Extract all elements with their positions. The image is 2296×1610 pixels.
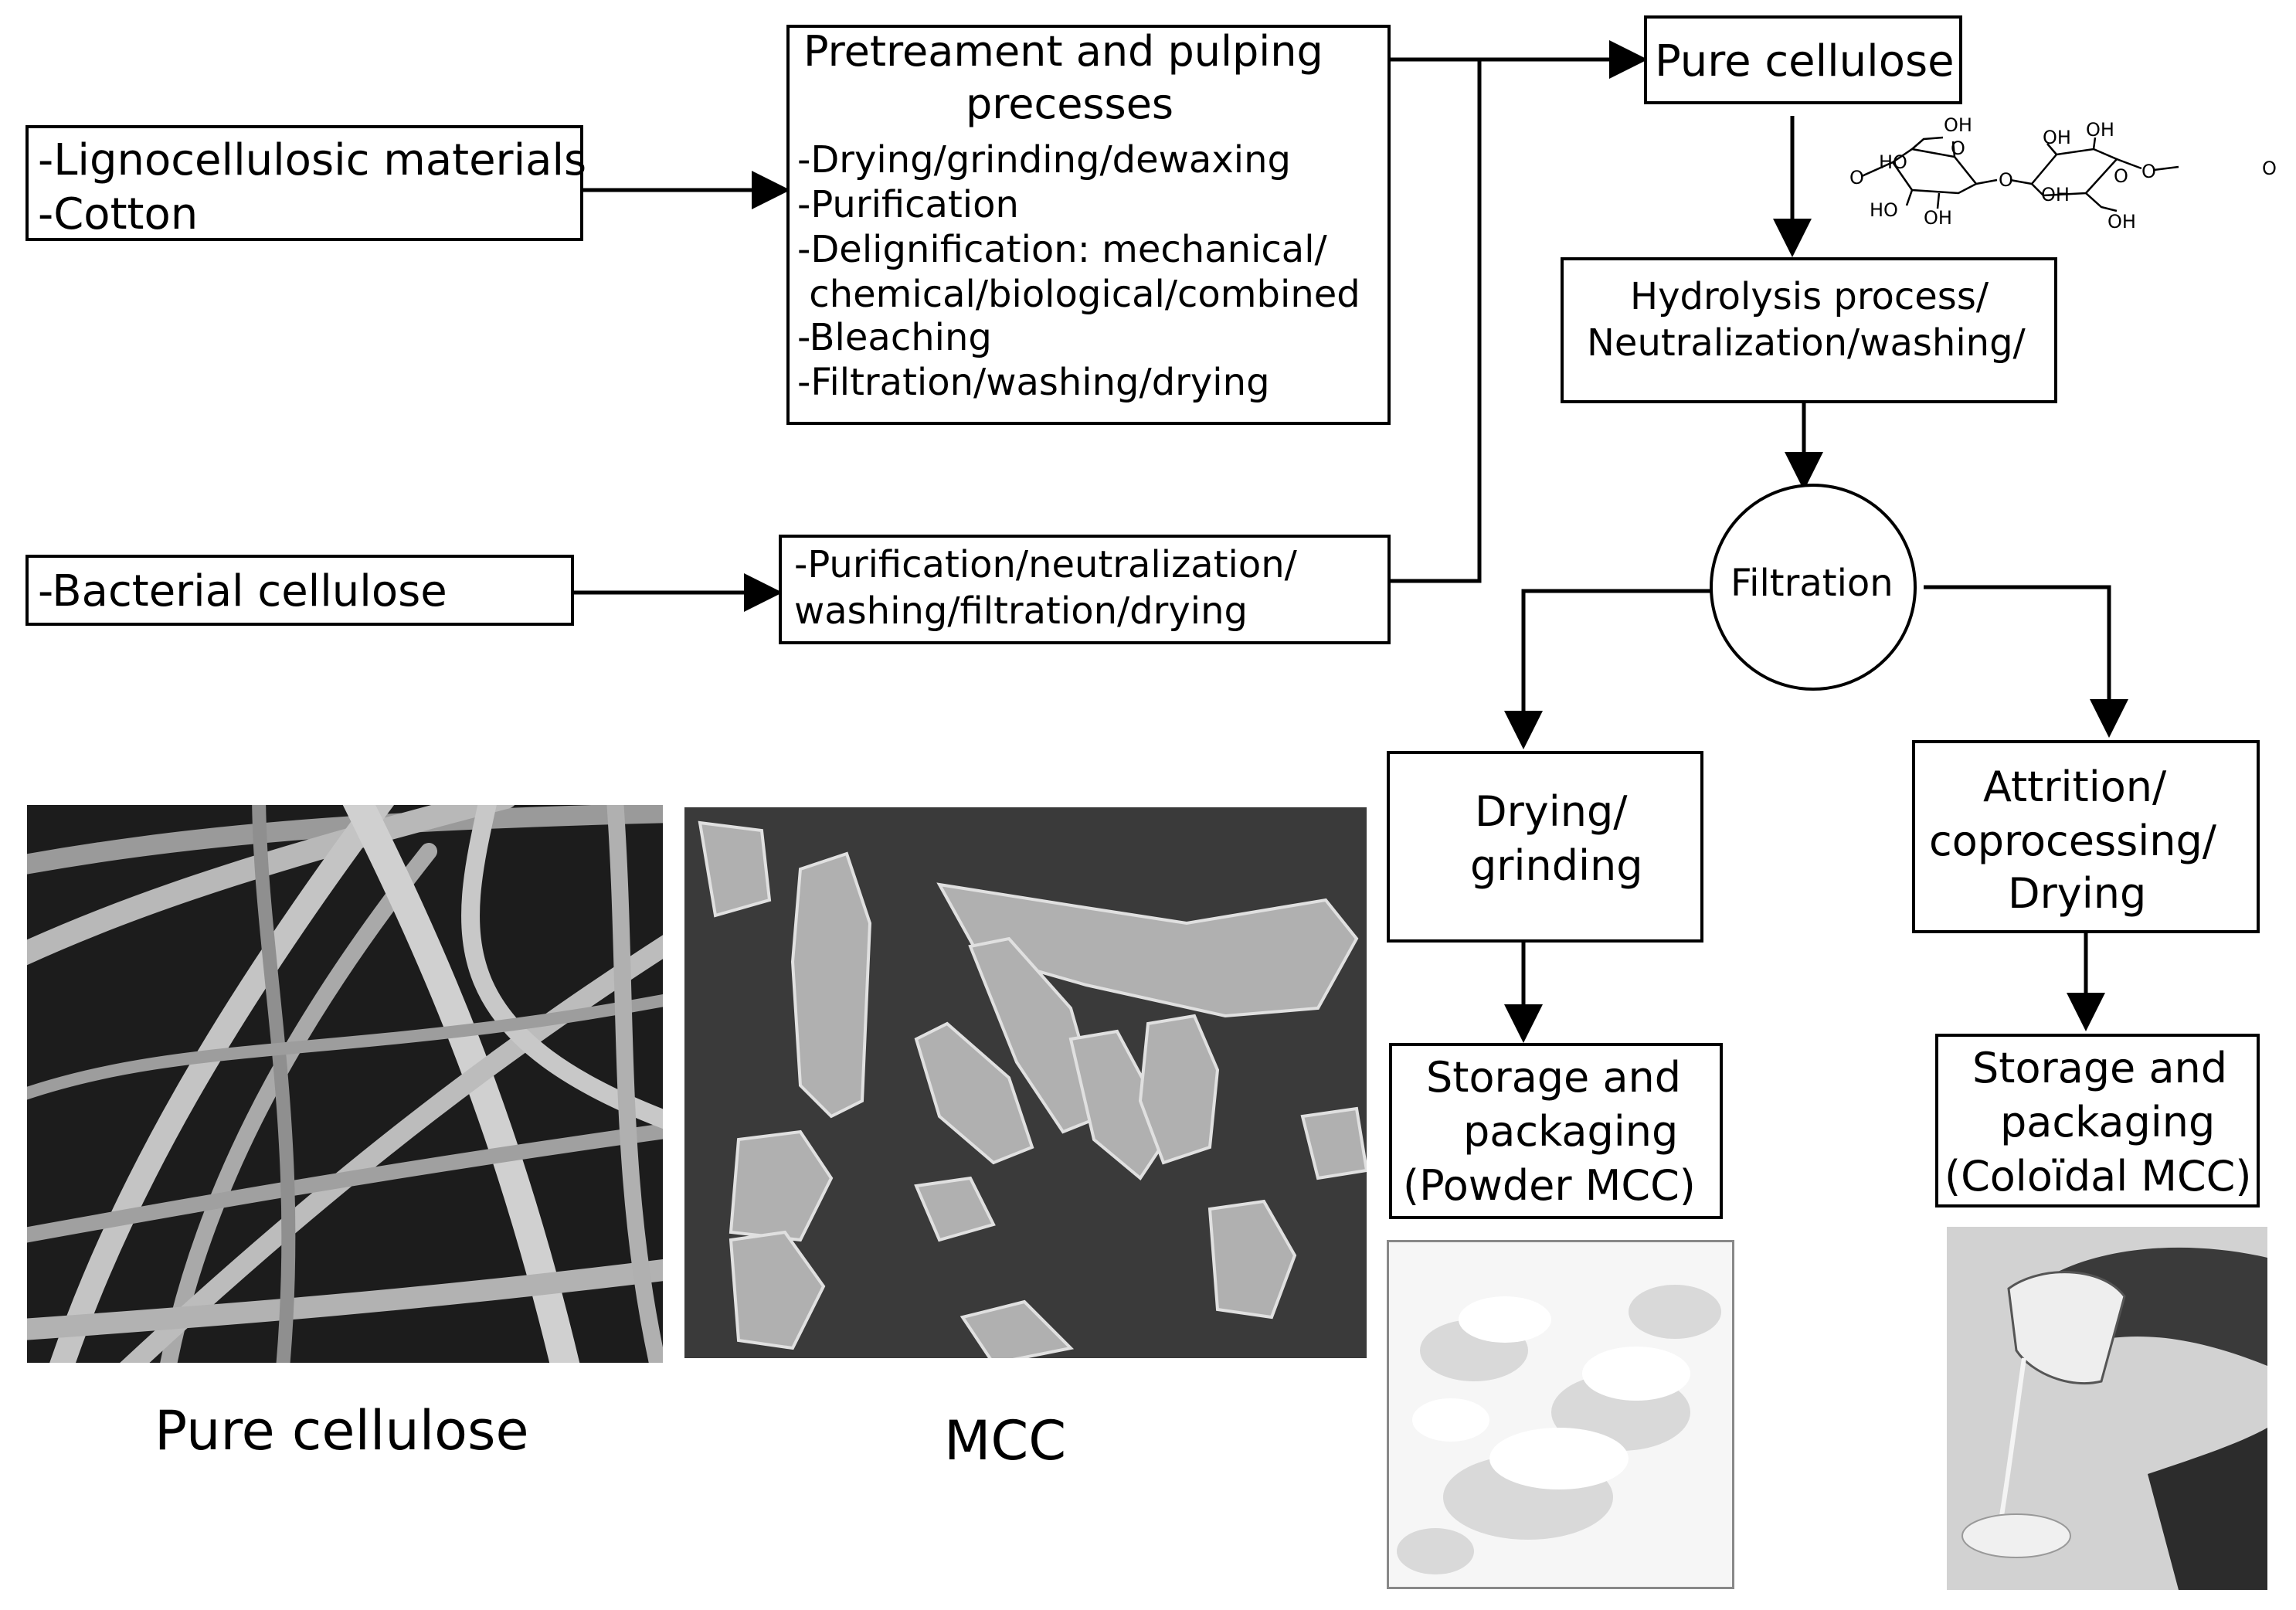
pretreatment-title-line1: Pretreament and pulping [803,27,1323,76]
storage-powder-line1: Storage and [1426,1053,1682,1102]
caption-pure-cellulose: Pure cellulose [155,1399,529,1462]
lignocellulosic-box: -Lignocellulosic materials -Cotton [25,125,587,241]
pure-cellulose-box: Pure cellulose [1644,15,1962,104]
molecule-label: OH [1924,207,1952,229]
storage-colloidal-line2: packaging [2000,1098,2216,1146]
pretreatment-step: chemical/biological/combined [797,273,1360,316]
attrition-line3: Drying [2008,869,2147,918]
source-bacterial: -Bacterial cellulose [38,566,447,616]
drying-line1: Drying/ [1475,787,1628,836]
pretreatment-title-line2: precesses [966,80,1174,128]
molecule-label: HO [1870,199,1898,221]
arrow-filtration-left [1504,589,1711,749]
molecule-label-oh-bottom: OH [2107,211,2136,233]
molecule-label: O [1999,169,2013,191]
caption-mcc: MCC [944,1409,1067,1472]
drying-grinding-box: Drying/ grinding [1387,751,1703,943]
storage-colloidal-line3: (Coloïdal MCC) [1944,1152,2252,1201]
filtration-node [1710,484,1917,691]
powder-mcc-photo [1387,1240,1734,1589]
pretreatment-step: -Filtration/washing/drying [797,361,1270,404]
line-bacterial-process-out [1391,59,1482,583]
pretreatment-step: -Purification [797,183,1019,226]
molecule-label-oh-right: OH [2041,184,2070,205]
bacterial-process-line1: -Purification/neutralization/ [794,543,1297,586]
cellobiose-structure: OH HO OH O O O O HO OH OH O OH O OH [1849,114,2277,233]
pretreatment-step: -Drying/grinding/dewaxing [797,138,1291,182]
molecule-label: O [1951,138,1965,159]
storage-powder-line3: (Powder MCC) [1403,1161,1696,1210]
pretreatment-step: -Bleaching [797,316,992,359]
attrition-box: Attrition/ coprocessing/ Drying [1912,740,2260,933]
storage-colloidal-box: Storage and packaging (Coloïdal MCC) [1935,1034,2260,1208]
pretreatment-step: -Delignification: mechanical/ [797,228,1327,271]
molecule-label: OH [2043,127,2071,148]
colloidal-mcc-photo [1947,1227,2267,1590]
molecule-label: O [1849,167,1864,189]
source-lignocellulosic: -Lignocellulosic materials [38,135,587,185]
arrow-filtration-right [1924,585,2128,738]
pure-cellulose-label: Pure cellulose [1655,36,1955,87]
source-cotton: -Cotton [38,189,199,239]
hydrolysis-line1: Hydrolysis process/ [1630,275,1989,318]
molecule-label: HO [1879,151,1907,173]
hydrolysis-line2: Neutralization/washing/ [1587,321,2026,365]
storage-powder-box: Storage and packaging (Powder MCC) [1389,1043,1723,1219]
storage-colloidal-line1: Storage and [1972,1044,2228,1092]
pretreatment-box: Pretreament and pulping precesses -Dryin… [786,25,1391,425]
mcc-sem-image [684,807,1367,1358]
filtration-label: Filtration [1730,562,1894,605]
drying-line2: grinding [1470,841,1643,890]
attrition-line1: Attrition/ [1983,763,2167,811]
molecule-label: O [2114,165,2128,187]
storage-powder-line2: packaging [1463,1107,1679,1156]
pure-cellulose-sem-image [27,805,663,1363]
bacterial-process-line2: washing/filtration/drying [794,589,1248,633]
molecule-label: OH [1944,114,1972,136]
molecule-label-o-right: O [2141,161,2156,182]
bacterial-cellulose-box: -Bacterial cellulose [25,555,574,626]
hydrolysis-box: Hydrolysis process/ Neutralization/washi… [1561,257,2057,403]
bacterial-process-box: -Purification/neutralization/ washing/fi… [779,535,1391,644]
attrition-line2: coprocessing/ [1929,817,2216,865]
molecule-label: O [2262,158,2277,179]
molecule-label: OH [2086,119,2114,141]
